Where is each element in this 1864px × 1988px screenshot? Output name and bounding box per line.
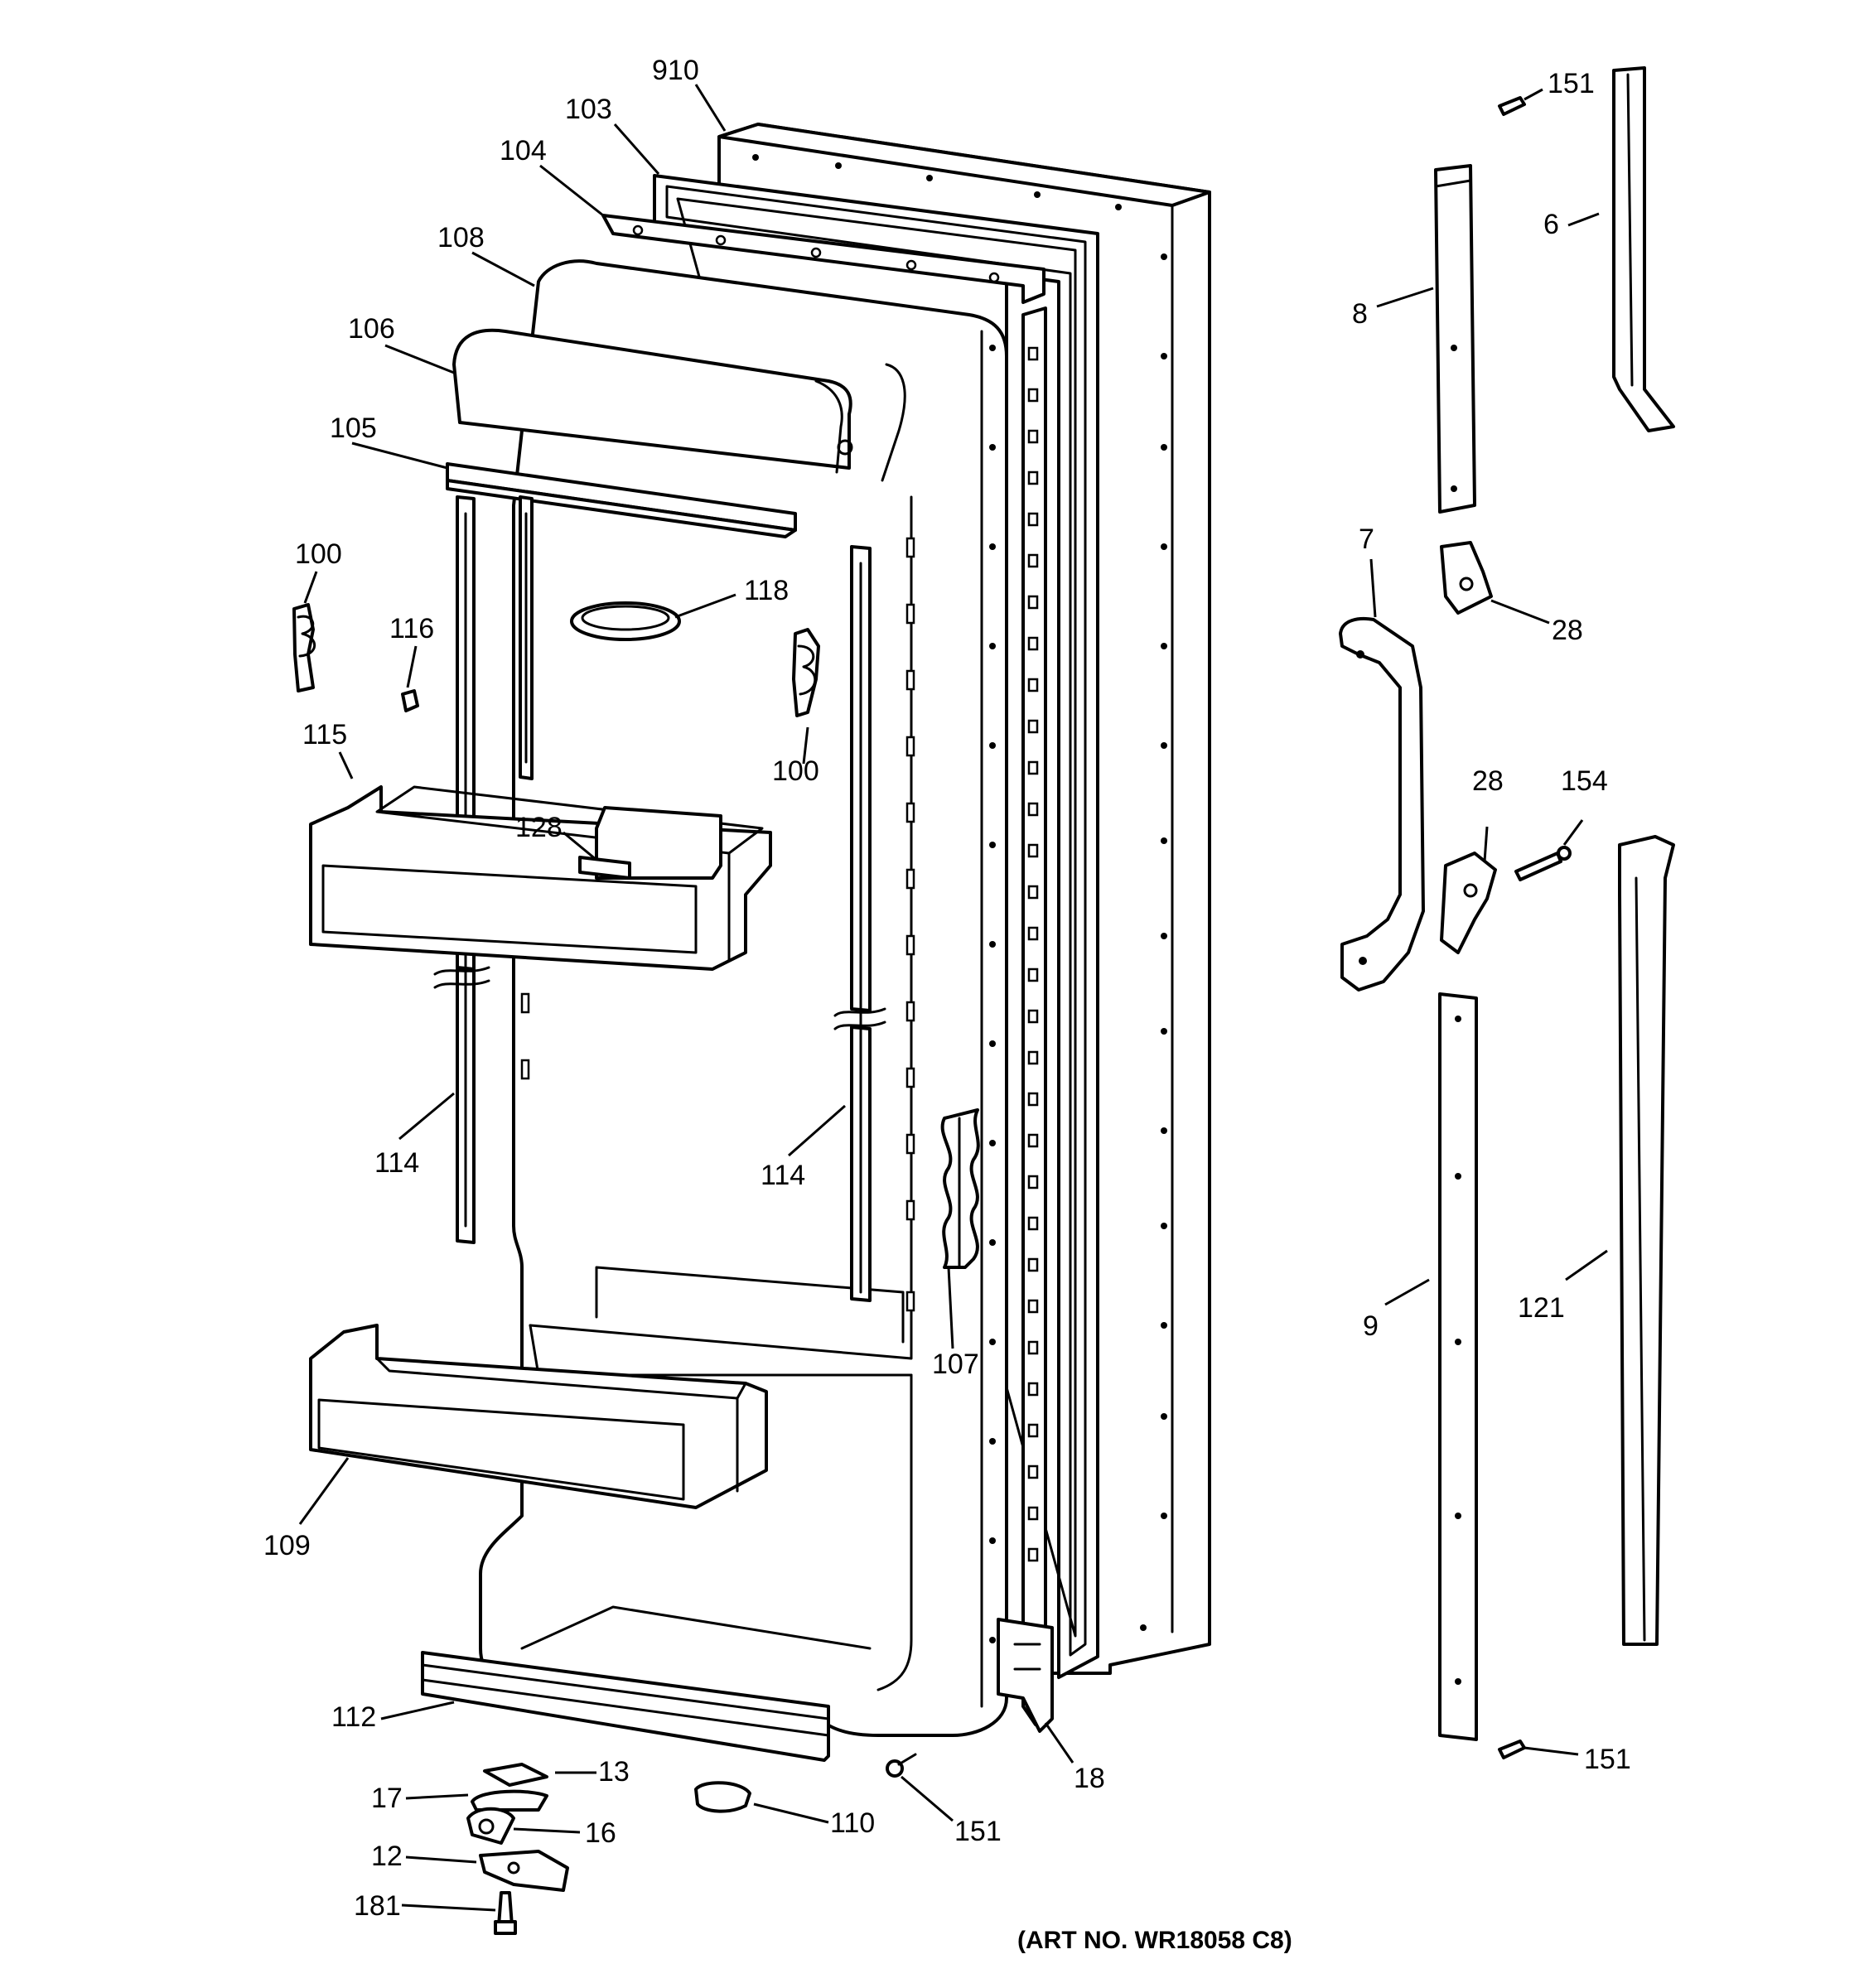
shelf-bracket-right	[792, 628, 820, 717]
shelf-rail-right	[833, 545, 886, 1302]
callout-118: 118	[744, 575, 789, 606]
callout-12: 12	[371, 1841, 403, 1872]
hinge-plate-13	[483, 1763, 548, 1787]
divider-slide	[578, 856, 631, 880]
callout-109: 109	[263, 1530, 311, 1561]
callout-9: 9	[1363, 1310, 1379, 1342]
callout-114-left: 114	[374, 1147, 419, 1179]
rail-break-2	[433, 979, 490, 989]
callout-910: 910	[652, 55, 699, 86]
top-bracket	[601, 214, 1045, 304]
callout-115: 115	[302, 719, 347, 750]
callout-8: 8	[1352, 298, 1368, 330]
rail-break-1	[433, 966, 490, 976]
dairy-door	[452, 328, 906, 482]
oval-cover-118	[570, 601, 681, 641]
callout-103: 103	[565, 94, 612, 125]
handle-base-9	[1438, 992, 1478, 1741]
small-clip	[401, 689, 419, 712]
callout-181: 181	[354, 1890, 401, 1922]
screw-151-top	[1498, 96, 1526, 116]
upper-door-bin	[309, 785, 772, 971]
bottom-trim	[421, 1651, 830, 1762]
callout-100-right: 100	[772, 755, 819, 787]
shelf-rail-mid	[519, 495, 534, 780]
strip-slots	[1027, 346, 1039, 1562]
callout-112: 112	[331, 1701, 376, 1733]
screw-151-bottom	[886, 1753, 917, 1778]
hinge-mount-28-upper	[1440, 541, 1493, 615]
outer-panel-holes	[752, 154, 1167, 1631]
callout-104: 104	[500, 135, 547, 166]
callout-16: 16	[585, 1817, 616, 1849]
callout-106: 106	[348, 313, 395, 345]
handle-cap-8	[1434, 164, 1476, 514]
hinge-cap-110	[694, 1781, 751, 1813]
callout-28-lower: 28	[1472, 765, 1504, 797]
hinge-bracket-12	[479, 1850, 569, 1892]
wavy-strip-107	[940, 1108, 980, 1269]
callout-7: 7	[1359, 524, 1374, 555]
callout-116: 116	[389, 613, 434, 644]
bushing-16	[466, 1807, 515, 1845]
callout-151-top: 151	[1548, 68, 1595, 99]
screw-181	[494, 1891, 517, 1935]
screw-154	[1514, 846, 1572, 881]
callout-105: 105	[330, 413, 377, 444]
door-handle-7	[1339, 617, 1425, 992]
callout-17: 17	[371, 1783, 403, 1814]
screw-151-lower-right	[1498, 1740, 1526, 1759]
callout-28-upper: 28	[1552, 615, 1583, 646]
art-number: (ART NO. WR18058 C8)	[1017, 1927, 1292, 1954]
callout-110: 110	[830, 1807, 875, 1839]
callout-151-lower-right: 151	[1584, 1744, 1631, 1775]
handle-trim-121	[1618, 835, 1675, 1646]
callout-154: 154	[1561, 765, 1608, 797]
hinge-side-strip	[997, 306, 1054, 1733]
callout-128: 128	[515, 812, 563, 843]
liner-holes	[989, 345, 996, 1643]
callout-151-bottom: 151	[954, 1816, 1002, 1847]
callout-18: 18	[1074, 1763, 1105, 1794]
dairy-hinge-bar	[446, 462, 797, 538]
callout-108: 108	[437, 222, 485, 253]
callout-6: 6	[1543, 209, 1559, 240]
lower-door-bin	[309, 1324, 768, 1509]
leader-lines	[298, 84, 1608, 1912]
shelf-bracket-left	[292, 603, 316, 692]
callout-13: 13	[598, 1756, 630, 1788]
callout-labels: 910 103 104 108 106 105 100 116 118 100 …	[263, 55, 1631, 1922]
callout-107: 107	[932, 1349, 979, 1380]
callout-100-left: 100	[295, 538, 342, 570]
callout-121: 121	[1518, 1292, 1565, 1324]
handle-trim-6	[1612, 66, 1675, 432]
shim-17	[471, 1789, 548, 1812]
callout-114-right: 114	[761, 1160, 805, 1191]
hinge-mount-28-lower	[1440, 852, 1497, 954]
